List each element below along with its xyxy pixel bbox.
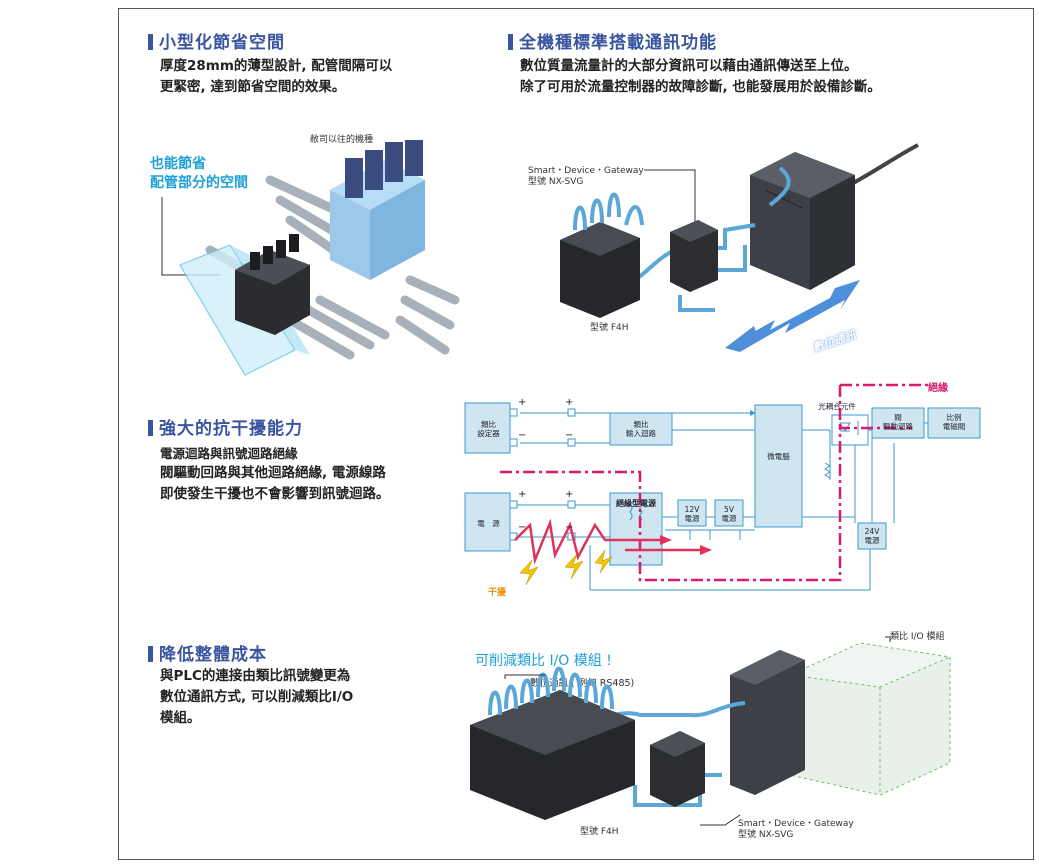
- body-line: 模組。: [160, 710, 201, 726]
- body-line: 除了可用於流量控制器的故障診斷, 也能發展用於設備診斷。: [520, 79, 881, 95]
- callout-piping-space: 也能節省 配管部分的空間: [150, 155, 248, 193]
- body-line: 閥驅動回路與其他迴路絕緣, 電源線路: [160, 465, 386, 481]
- minus-sign: −: [565, 430, 574, 441]
- body-line: 數位通訊方式, 可以削減類比I/O: [160, 689, 354, 705]
- gateway-model: 型號 NX-SVG: [528, 177, 584, 187]
- gateway-name: Smart・Device・Gateway: [528, 166, 644, 176]
- gateway-label: Smart・Device・Gateway 型號 NX-SVG: [738, 819, 854, 841]
- callout-line: 也能節省: [150, 156, 206, 172]
- minus-sign: −: [565, 522, 574, 533]
- body-line: 厚度28mm的薄型設計, 配管間隔可以: [160, 58, 393, 74]
- plus-sign: +: [565, 489, 574, 500]
- power-label: 電 源: [477, 519, 500, 528]
- section-title-noise-resistance: 強大的抗干擾能力: [148, 414, 303, 439]
- section-title-text: 降低整體成本: [159, 645, 267, 665]
- io-module-ghost: [789, 642, 951, 796]
- section-title-communication: 全機種標準搭載通訊功能: [508, 28, 717, 53]
- comm-label: 數位通訊 ( 例如 RS485): [530, 678, 635, 689]
- f4h-units: [560, 192, 644, 318]
- minus-sign: −: [518, 430, 527, 441]
- plus-sign: +: [565, 397, 574, 408]
- device-model-label: 型號 F4H: [580, 827, 619, 837]
- section-body-noise: 閥驅動回路與其他迴路絕緣, 電源線路 即使發生干擾也不會影響到訊號迴路。: [160, 463, 390, 505]
- new-units: [235, 234, 310, 335]
- gateway-label: Smart・Device・Gateway 型號 NX-SVG: [528, 166, 644, 188]
- title-bar-icon: [508, 34, 513, 50]
- lightning-icon: [519, 549, 613, 586]
- body-line: 即使發生干擾也不會影響到訊號迴路。: [160, 486, 390, 502]
- cost-reduction-illustration: [470, 636, 951, 826]
- body-line: 與PLC的連接由類比訊號變更為: [160, 668, 351, 684]
- gateway-model: 型號 NX-SVG: [738, 830, 794, 840]
- digital-comm-arrow-icon: [725, 280, 860, 352]
- callout-line: 配管部分的空間: [150, 175, 248, 191]
- valve-drive-label: 閥驅動迴路: [883, 413, 913, 431]
- section-title-text: 小型化節省空間: [159, 33, 285, 53]
- section-title-text: 全機種標準搭載通訊功能: [519, 33, 717, 53]
- gateway-name: Smart・Device・Gateway: [738, 819, 854, 829]
- minus-sign: −: [518, 522, 527, 533]
- plc-controller: [730, 650, 805, 795]
- device-model-label: 型號 F4H: [590, 323, 629, 333]
- section-title-cost-reduction: 降低整體成本: [148, 640, 267, 665]
- photocoupler-label: 光耦合元件: [818, 402, 856, 411]
- plc-controller: [750, 152, 855, 290]
- page-frame: [118, 8, 1034, 860]
- analog-input-label: 類比輸入迴路: [626, 420, 656, 438]
- body-line: 數位質量流量計的大部分資訊可以藉由通訊傳送至上位。: [520, 58, 858, 74]
- old-units: [330, 140, 425, 280]
- plus-sign: +: [518, 489, 527, 500]
- space-saving-illustration: [161, 140, 460, 376]
- f4h-units: [470, 666, 635, 820]
- gateway-device: [670, 220, 718, 292]
- plus-sign: +: [518, 397, 527, 408]
- isolation-label: 絕緣: [928, 383, 948, 394]
- noise-wave-icon: [514, 518, 660, 565]
- communication-illustration: [560, 143, 919, 352]
- title-bar-icon: [148, 34, 153, 50]
- section-body-space-saving: 厚度28mm的薄型設計, 配管間隔可以 更緊密, 達到節省空間的效果。: [160, 56, 392, 98]
- section-title-space-saving: 小型化節省空間: [148, 28, 285, 53]
- section-body-cost: 與PLC的連接由類比訊號變更為 數位通訊方式, 可以削減類比I/O 模組。: [160, 666, 353, 729]
- section-subtitle: 電源迴路與訊號迴路絕緣: [160, 446, 298, 461]
- callout-io-reduction: 可削減類比 I/O 模組 !: [475, 653, 612, 669]
- gateway-device: [650, 731, 705, 807]
- isolated-psu-label: 絕緣型電源: [616, 499, 656, 508]
- body-line: 更緊密, 達到節省空間的效果。: [160, 79, 346, 95]
- old-model-label: 敝司以往的機種: [310, 135, 374, 145]
- noise-label: 干擾: [488, 588, 507, 598]
- analog-setter-label: 類比設定器: [477, 420, 500, 438]
- title-bar-icon: [148, 420, 153, 436]
- isolation-circuit-diagram: [464, 383, 981, 591]
- diagram-blocks: [464, 402, 981, 566]
- microcomputer-label: 微電腦: [767, 452, 790, 461]
- io-module-label: 類比 I/O 模組: [890, 632, 945, 642]
- section-title-text: 強大的抗干擾能力: [159, 419, 303, 439]
- section-body-communication: 數位質量流量計的大部分資訊可以藉由通訊傳送至上位。 除了可用於流量控制器的故障診…: [520, 56, 881, 98]
- title-bar-icon: [148, 646, 153, 662]
- prop-valve-label: 比例電磁閥: [942, 413, 966, 431]
